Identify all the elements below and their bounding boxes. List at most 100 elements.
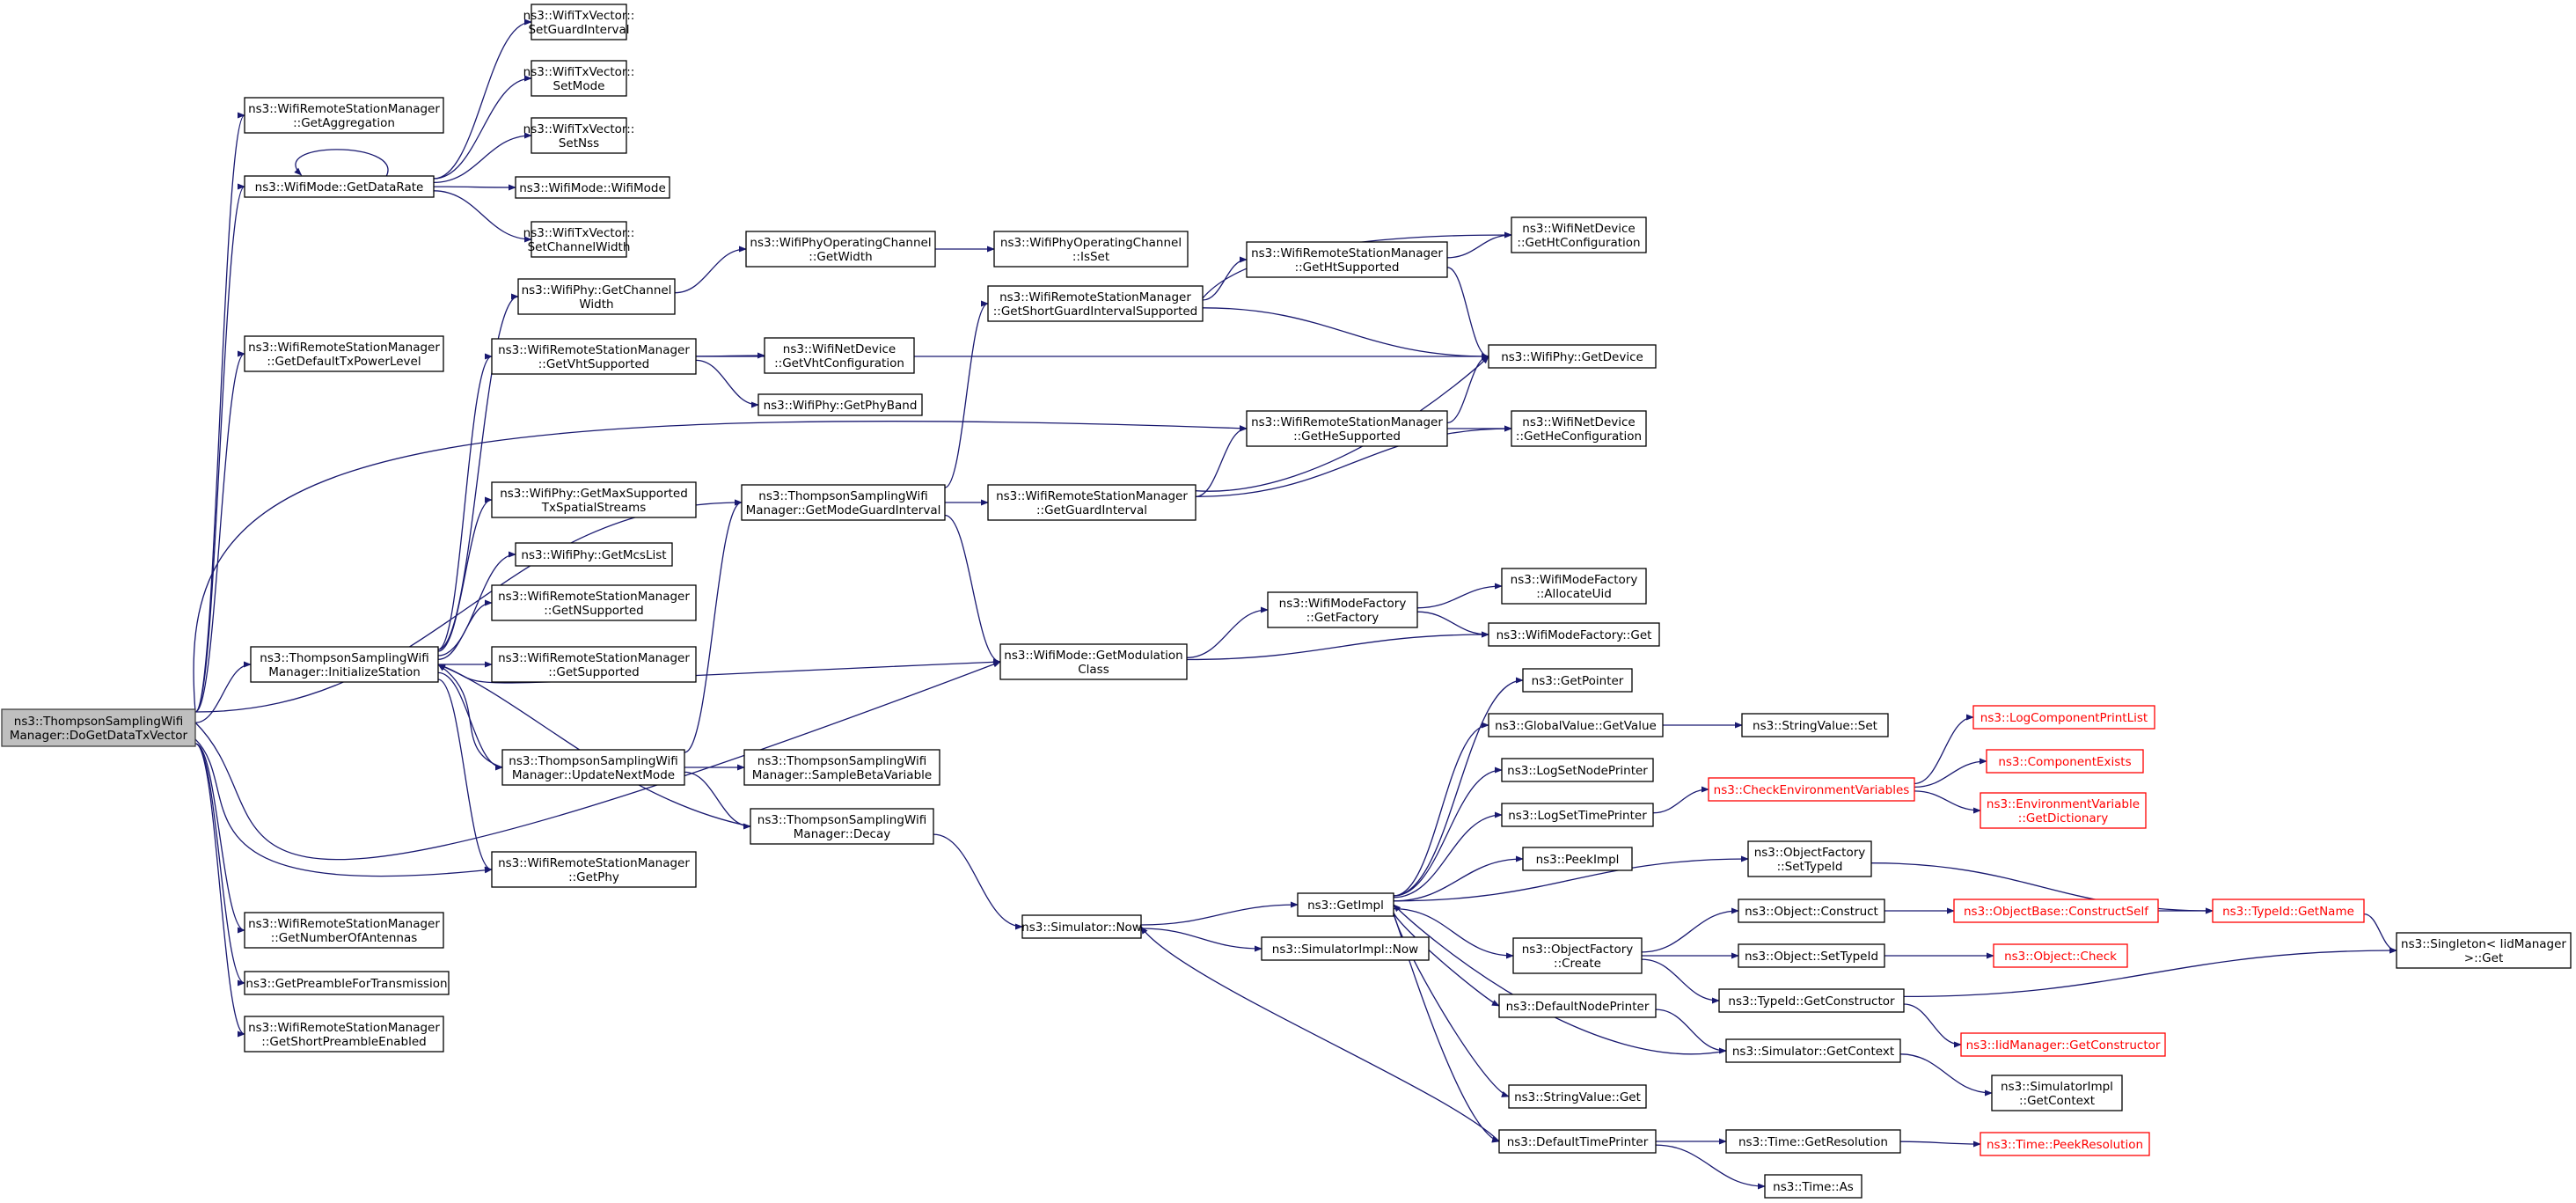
node-label: ::IsSet [1072, 250, 1109, 264]
node-obj-factory-create[interactable]: ns3::ObjectFactory::Create [1512, 937, 1643, 974]
node-sim-impl-get-context[interactable]: ns3::SimulatorImpl::GetContext [1991, 1075, 2123, 1111]
node-time-get-resolution[interactable]: ns3::Time::GetResolution [1725, 1129, 1901, 1154]
node-simulator-get-context[interactable]: ns3::Simulator::GetContext [1725, 1038, 1901, 1063]
edge-line [1641, 958, 1720, 1004]
node-wifi-mode-ctor[interactable]: ns3::WifiMode::WifiMode [515, 176, 670, 199]
edge [193, 421, 1248, 713]
edge [933, 833, 1023, 930]
node-set-guard-interval[interactable]: ns3::WifiTxVector::SetGuardInterval [523, 4, 635, 40]
node-get-preamble-for-transmission[interactable]: ns3::GetPreambleForTransmission [244, 971, 450, 995]
edge [1186, 606, 1269, 658]
node-log-set-time-printer[interactable]: ns3::LogSetTimePrinter [1501, 803, 1654, 827]
node-time-peek-resolution[interactable]: ns3::Time::PeekResolution [1980, 1132, 2150, 1156]
edge-line [1140, 928, 1262, 952]
node-get-data-rate[interactable]: ns3::WifiMode::GetDataRate [244, 175, 435, 198]
node-box [531, 221, 627, 258]
node-label: ns3::Simulator::GetContext [1732, 1045, 1894, 1059]
node-get-guard-interval[interactable]: ns3::WifiRemoteStationManager::GetGuardI… [987, 484, 1197, 521]
node-get-he-configuration[interactable]: ns3::WifiNetDevice::GetHeConfiguration [1511, 410, 1647, 447]
node-component-exists[interactable]: ns3::ComponentExists [1986, 749, 2144, 774]
node-get-default-tx-power-level[interactable]: ns3::WifiRemoteStationManager::GetDefaul… [244, 335, 444, 372]
node-update-next-mode[interactable]: ns3::ThompsonSamplingWifiManager::Update… [501, 749, 685, 786]
node-peek-impl[interactable]: ns3::PeekImpl [1522, 847, 1633, 871]
node-root[interactable]: ns3::ThompsonSamplingWifiManager::DoGetD… [1, 708, 196, 747]
node-mode-factory-get[interactable]: ns3::WifiModeFactory::Get [1488, 622, 1660, 647]
edge-line [193, 421, 1248, 713]
node-box [244, 971, 450, 995]
node-label: ns3::ThompsonSamplingWifi [509, 754, 677, 768]
node-get-phy[interactable]: ns3::WifiRemoteStationManager::GetPhy [491, 851, 697, 888]
node-default-time-printer[interactable]: ns3::DefaultTimePrinter [1498, 1129, 1657, 1154]
node-label: ns3::SimulatorImpl [2001, 1080, 2113, 1094]
node-set-mode[interactable]: ns3::WifiTxVector::SetMode [523, 60, 635, 97]
node-get-factory[interactable]: ns3::WifiModeFactory::GetFactory [1267, 591, 1418, 628]
node-box [745, 231, 936, 268]
node-box [1488, 713, 1664, 737]
node-obj-base-construct-self[interactable]: ns3::ObjectBase::ConstructSelf [1953, 899, 2159, 923]
node-op-chan-is-set[interactable]: ns3::WifiPhyOperatingChannel::IsSet [993, 231, 1189, 268]
node-box [1498, 994, 1657, 1018]
node-get-pointer[interactable]: ns3::GetPointer [1522, 668, 1633, 693]
node-simulator-now[interactable]: ns3::Simulator::Now [1021, 914, 1142, 939]
edge [433, 190, 532, 243]
node-label: ns3::WifiRemoteStationManager [248, 102, 440, 116]
node-check-env-vars[interactable]: ns3::CheckEnvironmentVariables [1708, 777, 1915, 802]
node-get-impl[interactable]: ns3::GetImpl [1297, 892, 1394, 917]
edge [433, 132, 532, 184]
node-type-id-get-constructor[interactable]: ns3::TypeId::GetConstructor [1718, 988, 1905, 1013]
node-box [999, 643, 1188, 680]
node-get-vht-configuration[interactable]: ns3::WifiNetDevice::GetVhtConfiguration [764, 337, 915, 374]
node-default-node-printer[interactable]: ns3::DefaultNodePrinter [1498, 994, 1657, 1018]
node-get-he-supported[interactable]: ns3::WifiRemoteStationManager::GetHeSupp… [1246, 410, 1448, 447]
node-sample-beta-variable[interactable]: ns3::ThompsonSamplingWifiManager::Sample… [743, 749, 940, 786]
node-get-vht-supported[interactable]: ns3::WifiRemoteStationManager::GetVhtSup… [491, 338, 697, 375]
node-label: ::GetPhy [568, 870, 619, 884]
node-get-ht-supported[interactable]: ns3::WifiRemoteStationManager::GetHtSupp… [1246, 241, 1448, 278]
node-get-phy-band[interactable]: ns3::WifiPhy::GetPhyBand [757, 393, 923, 416]
node-op-chan-get-width[interactable]: ns3::WifiPhyOperatingChannel::GetWidth [745, 231, 936, 268]
node-label: ::GetDictionary [2018, 811, 2108, 825]
node-type-id-get-name[interactable]: ns3::TypeId::GetName [2212, 899, 2365, 923]
node-get-device[interactable]: ns3::WifiPhy::GetDevice [1488, 344, 1657, 369]
node-box [1986, 749, 2144, 774]
node-object-set-type-id[interactable]: ns3::Object::SetTypeId [1738, 943, 1885, 968]
node-string-value-set[interactable]: ns3::StringValue::Set [1741, 713, 1889, 737]
edge [437, 664, 503, 768]
node-object-check[interactable]: ns3::Object::Check [1993, 943, 2128, 968]
node-initialize-station[interactable]: ns3::ThompsonSamplingWifiManager::Initia… [250, 646, 439, 683]
node-simulator-impl-now[interactable]: ns3::SimulatorImpl::Now [1261, 936, 1430, 961]
node-time-as[interactable]: ns3::Time::As [1764, 1174, 1862, 1199]
node-set-nss[interactable]: ns3::WifiTxVector::SetNss [523, 117, 635, 154]
node-allocate-uid[interactable]: ns3::WifiModeFactory::AllocateUid [1501, 568, 1647, 605]
node-get-ht-configuration[interactable]: ns3::WifiNetDevice::GetHtConfiguration [1511, 216, 1647, 253]
edge-line [194, 743, 245, 934]
node-get-short-g-i-supported[interactable]: ns3::WifiRemoteStationManager::GetShortG… [987, 285, 1204, 322]
node-get-max-supported-tx-s-s[interactable]: ns3::WifiPhy::GetMaxSupportedTxSpatialSt… [491, 481, 697, 518]
node-set-channel-width[interactable]: ns3::WifiTxVector::SetChannelWidth [523, 221, 635, 258]
node-get-aggregation[interactable]: ns3::WifiRemoteStationManager::GetAggreg… [244, 97, 444, 134]
node-log-component-print-list[interactable]: ns3::LogComponentPrintList [1972, 705, 2155, 730]
node-box [491, 481, 697, 518]
node-iid-get-constructor[interactable]: ns3::IidManager::GetConstructor [1960, 1032, 2166, 1057]
node-get-mcs-list[interactable]: ns3::WifiPhy::GetMcsList [515, 542, 673, 567]
edge [1202, 307, 1489, 360]
node-object-construct[interactable]: ns3::Object::Construct [1738, 899, 1885, 923]
node-get-supported[interactable]: ns3::WifiRemoteStationManager::GetSuppor… [491, 646, 697, 683]
node-get-mode-guard-interval[interactable]: ns3::ThompsonSamplingWifiManager::GetMod… [741, 484, 946, 521]
node-get-n-supported[interactable]: ns3::WifiRemoteStationManager::GetNSuppo… [491, 584, 697, 621]
node-env-get-dictionary[interactable]: ns3::EnvironmentVariable::GetDictionary [1980, 792, 2147, 829]
node-label: ns3::WifiPhy::GetChannel [522, 283, 672, 297]
node-singleton-get[interactable]: ns3::Singleton< IidManager>::Get [2396, 932, 2572, 969]
node-obj-factory-set-type-id[interactable]: ns3::ObjectFactory::SetTypeId [1747, 840, 1872, 877]
node-get-number-of-antennas[interactable]: ns3::WifiRemoteStationManager::GetNumber… [244, 912, 444, 949]
node-get-short-preamble-enabled[interactable]: ns3::WifiRemoteStationManager::GetShortP… [244, 1016, 444, 1053]
edge-line [433, 18, 532, 180]
node-global-value-get-value[interactable]: ns3::GlobalValue::GetValue [1488, 713, 1664, 737]
edge-line [1655, 1144, 1766, 1190]
node-log-set-node-printer[interactable]: ns3::LogSetNodePrinter [1501, 758, 1654, 782]
node-string-value-get[interactable]: ns3::StringValue::Get [1508, 1084, 1647, 1109]
edge-line [1416, 583, 1503, 609]
